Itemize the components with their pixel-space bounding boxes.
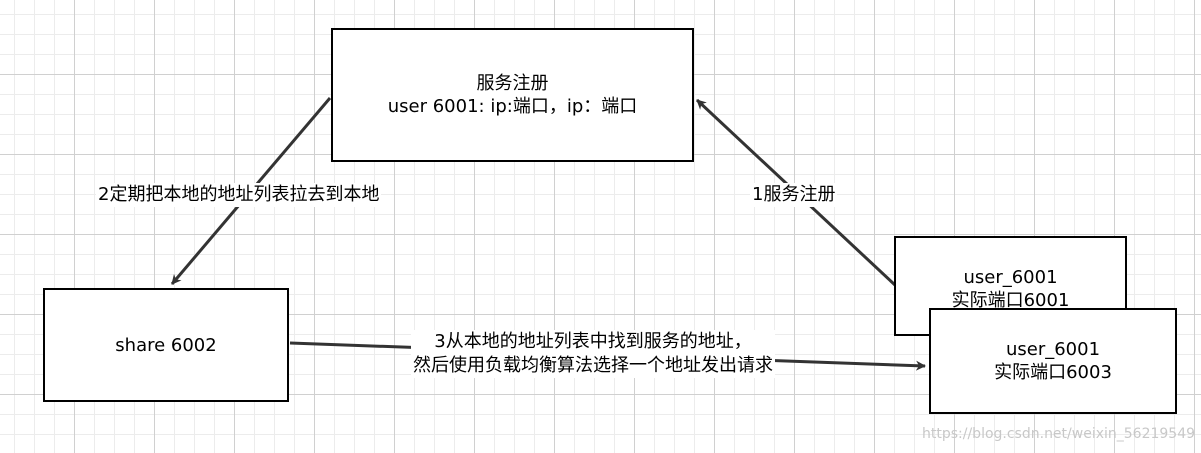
share-label: share 6002 (115, 334, 217, 356)
share-service-node: share 6002 (43, 288, 289, 402)
registry-title: 服务注册 (476, 73, 549, 94)
request-label-line-1: 3从本地的地址列表中找到服务的地址， (434, 331, 752, 352)
register-edge-label: 1服务注册 (750, 183, 838, 207)
watermark-text: https://blog.csdn.net/weixin_56219549 (922, 426, 1196, 442)
pull-edge-label: 2定期把本地的地址列表拉去到本地 (96, 183, 382, 207)
user-service-node-6003: user_6001 实际端口6003 (929, 308, 1177, 414)
service-registry-node: 服务注册 user 6001: ip:端口，ip：端口 (331, 28, 694, 162)
user-6001-name: user_6001 (963, 267, 1058, 288)
user-6003-port: 实际端口6003 (994, 362, 1112, 383)
user-6001-port: 实际端口6001 (951, 290, 1070, 311)
request-label-line-2: 然后使用负载均衡算法选择一个地址发出请求 (413, 355, 773, 376)
registry-detail: user 6001: ip:端口，ip：端口 (387, 96, 638, 117)
request-edge-label: 3从本地的地址列表中找到服务的地址， 然后使用负载均衡算法选择一个地址发出请求 (411, 330, 775, 378)
user-6003-name: user_6001 (1005, 339, 1101, 360)
